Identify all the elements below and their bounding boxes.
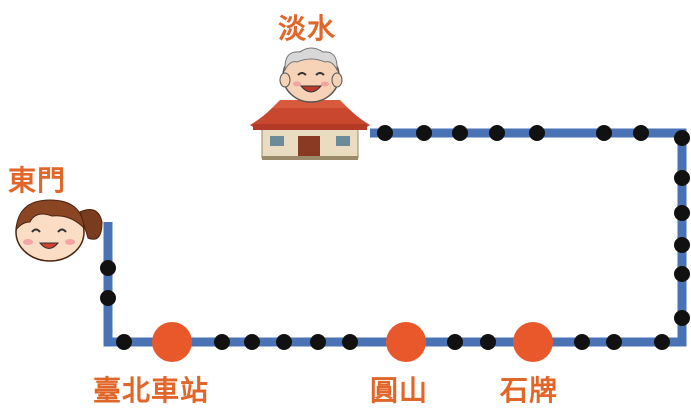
stop-dot [214,334,230,350]
major-stations [152,322,553,362]
stop-dot [606,334,622,350]
stop-dot [674,237,690,253]
stop-dot [447,334,463,350]
station-label-shipai: 石牌 [500,374,559,407]
stop-dot [452,125,468,141]
major-station-shipai [513,322,553,362]
station-label-tamsui: 淡水 [278,12,337,45]
stop-dot [674,205,690,221]
stop-dot [596,125,612,141]
stop-dot [574,334,590,350]
stop-dot [674,170,690,186]
stop-dot [416,125,432,141]
stop-dot [244,334,260,350]
stop-dot [480,334,496,350]
stop-dot [489,125,505,141]
stop-dot [342,334,358,350]
stop-dot [276,334,292,350]
stop-dot [116,334,132,350]
major-station-taipei-main [152,322,192,362]
stop-dot [674,310,690,326]
temple-building-icon [250,100,370,160]
stop-dot [377,125,393,141]
stop-dot [100,260,116,276]
stop-dot [654,334,670,350]
girl-face-icon [15,199,103,262]
stop-dot [674,130,690,146]
station-label-taipei-main: 臺北車站 [93,374,210,407]
route-line [103,128,687,347]
stop-dot [310,334,326,350]
stop-dot [529,125,545,141]
station-label-dongmen: 東門 [8,164,67,197]
station-label-yuanshan: 圓山 [370,374,429,407]
stop-dot [100,290,116,306]
old-man-face-icon [279,47,343,103]
stop-dot [674,266,690,282]
stop-dots [100,125,690,350]
stop-dot [633,125,649,141]
major-station-yuanshan [386,322,426,362]
